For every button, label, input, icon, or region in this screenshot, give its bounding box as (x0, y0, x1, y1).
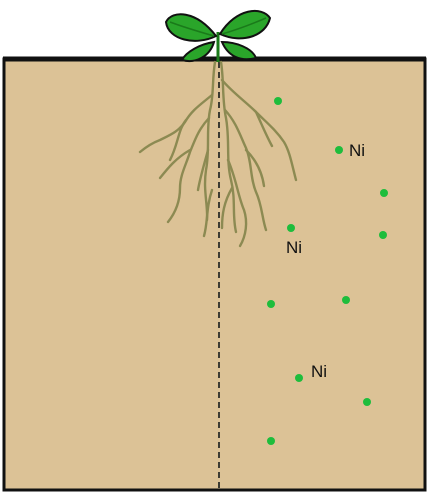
ni-particle (335, 146, 343, 154)
seedling (166, 11, 270, 62)
ni-particle (363, 398, 371, 406)
ni-particle (267, 437, 275, 445)
ni-label: Ni (286, 238, 302, 257)
ni-particle (274, 97, 282, 105)
ni-label: Ni (311, 362, 327, 381)
soil-block (4, 59, 425, 490)
ni-particle (379, 231, 387, 239)
ni-particle (342, 296, 350, 304)
ni-particle (287, 224, 295, 232)
ni-particle (267, 300, 275, 308)
ni-label: Ni (349, 141, 365, 160)
leaf-right (220, 11, 270, 38)
ni-particle (295, 374, 303, 382)
leaf-left (166, 14, 216, 41)
ni-particle (380, 189, 388, 197)
